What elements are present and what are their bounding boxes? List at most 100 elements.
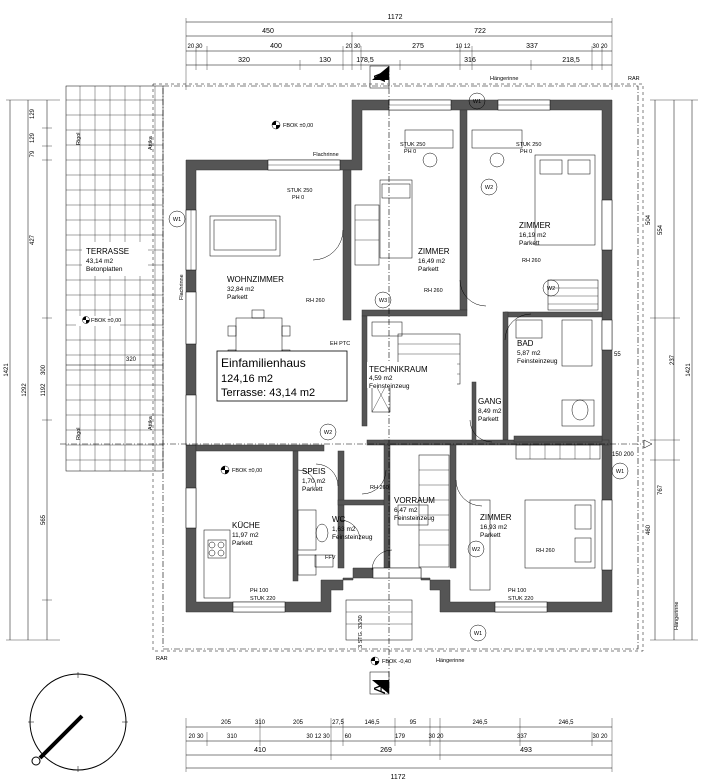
note-stuk-z3: STUK 220 xyxy=(508,596,533,602)
room-wc-name: WC xyxy=(332,515,346,524)
dim-left-inner-2: 79 xyxy=(30,150,36,157)
dim-top-r3-0: 20 30 xyxy=(187,44,203,50)
dim-bot-total: 1172 xyxy=(390,774,405,781)
dim-top-r4-4: 218,5 xyxy=(562,57,580,64)
dim-bot-r1-5: 95 xyxy=(410,720,417,726)
dim-bot-r1-4: 146,5 xyxy=(364,720,380,726)
note-flachrinne: Flachrinne xyxy=(313,152,339,158)
dim-bot-r2-1: 310 xyxy=(227,734,238,740)
note-ffv: FFV xyxy=(325,555,336,561)
room-wc-area: 1,63 m2 xyxy=(332,526,356,533)
dim-left-inner-5: 565 xyxy=(41,514,47,525)
annotations: STUK 250 PH 0 STUK 250 PH 0 STUK 250 PH … xyxy=(179,142,555,602)
furniture xyxy=(203,129,596,599)
dim-left-outer-2: 1192 xyxy=(41,383,47,397)
marker-w3: W3 xyxy=(379,298,387,304)
dim-top-total: 1172 xyxy=(387,14,402,21)
dim-bot-r1-7: 246,5 xyxy=(558,720,574,726)
room-technikraum-floor: Feinsteinzeug xyxy=(369,383,410,390)
dim-bot-r2-2: 30 12 30 xyxy=(306,734,330,740)
note-rh-vorraum: RH 260 xyxy=(370,485,389,491)
room-zimmer2-area: 16,19 m2 xyxy=(519,232,546,239)
dim-bot-r2-4: 179 xyxy=(395,734,406,740)
doors xyxy=(297,229,532,571)
room-zimmer2-floor: Parkett xyxy=(519,240,540,247)
wall-type-markers: W1 W1 W1 W1 W2 W2 W2 W2 W3 xyxy=(168,92,629,642)
label-attika-1: Attika xyxy=(148,135,154,150)
room-bad-name: BAD xyxy=(517,339,534,348)
dim-right-inner-6: 150 200 xyxy=(612,452,634,458)
label-rigol-bottom: Rigol xyxy=(76,427,82,440)
dim-top-r4-0: 320 xyxy=(238,57,250,64)
label-hangerinne-right: Hängerinne xyxy=(674,602,680,630)
room-speis-floor: Parkett xyxy=(302,486,323,493)
fbok-entry: FBOK -0,40 xyxy=(382,659,411,665)
note-rh-z3: RH 260 xyxy=(536,548,555,554)
room-vorraum-name: VORRAUM xyxy=(394,496,435,505)
room-zimmer1-floor: Parkett xyxy=(418,266,439,273)
room-zimmer3-floor: Parkett xyxy=(480,532,501,539)
room-vorraum-area: 6,47 m2 xyxy=(394,507,418,514)
room-bad-floor: Feinsteinzeug xyxy=(517,358,558,365)
dim-bot-r3-2: 493 xyxy=(520,747,532,754)
section-markers: A A xyxy=(60,65,653,695)
dim-bot-r2-5: 30 20 xyxy=(428,734,444,740)
marker-w2-c: W2 xyxy=(324,430,332,436)
summary-box: Einfamilienhaus 124,16 m2 Terrasse: 43,1… xyxy=(216,350,348,402)
dim-left-inner-0: 129 xyxy=(30,108,36,119)
room-gang-name: GANG xyxy=(478,397,502,406)
terrace-area: 43,14 m2 xyxy=(86,258,113,265)
marker-w1-right: W1 xyxy=(616,469,624,475)
summary-terrace: Terrasse: 43,14 m2 xyxy=(221,387,315,399)
room-zimmer3-name: ZIMMER xyxy=(480,513,512,522)
marker-w1-left: W1 xyxy=(173,217,181,223)
room-wohnzimmer-area: 32,84 m2 xyxy=(227,286,254,293)
dim-bot-r2-3: 60 xyxy=(345,734,352,740)
section-a-top: A xyxy=(372,71,389,82)
note-flachrinne-left: Flachrinne xyxy=(179,274,185,300)
dim-bot-r1-3: 27,5 xyxy=(332,720,344,726)
dim-bot-r3-1: 269 xyxy=(380,747,392,754)
marker-w1-top: W1 xyxy=(473,99,481,105)
dim-top-r3-3: 275 xyxy=(412,43,424,50)
note-rh-z1: RH 260 xyxy=(424,288,443,294)
eaves-outline xyxy=(152,83,644,652)
label-rar-top: RAR xyxy=(628,76,640,82)
fbok-kitchen: FBOK ±0,00 xyxy=(232,468,262,474)
room-speis-area: 1,70 m2 xyxy=(302,478,326,485)
dim-top-r3-5: 337 xyxy=(526,43,538,50)
note-ph-kitchen: PH 100 xyxy=(250,588,268,594)
dim-right-inner-0: 554 xyxy=(658,224,664,235)
note-stuk-z2: STUK 250 xyxy=(516,142,541,148)
level-marker-kitchen-icon xyxy=(220,465,230,475)
marker-w2-b: W2 xyxy=(547,286,555,292)
room-zimmer2-name: ZIMMER xyxy=(519,221,551,230)
room-kueche-area: 11,97 m2 xyxy=(232,532,259,539)
room-technikraum-area: 4,59 m2 xyxy=(369,375,393,382)
stairs: 3 STG. 33/30 xyxy=(345,279,601,648)
label-hangerinne-bottom: Hängerinne xyxy=(436,658,464,664)
room-zimmer1-area: 16,49 m2 xyxy=(418,258,445,265)
level-markers: FBOK ±0,00 FBOK ±0,00 FBOK -0,40 xyxy=(220,120,411,666)
summary-title: Einfamilienhaus xyxy=(221,356,306,370)
dim-bot-r2-7: 30 20 xyxy=(592,734,608,740)
room-wohnzimmer-floor: Parkett xyxy=(227,294,248,301)
left-dimensions: 1421 1292 1192 129 129 79 427 300 565 xyxy=(4,99,60,641)
room-kueche-floor: Parkett xyxy=(232,540,253,547)
label-hangerinne-top: Hängerinne xyxy=(490,76,518,82)
dim-right-inner-1: 504 xyxy=(646,214,652,225)
note-ph-z3: PH 100 xyxy=(508,588,526,594)
note-eh-ptc: EH PTC xyxy=(330,341,350,347)
dim-top-right: 722 xyxy=(474,28,486,35)
dim-right-inner-3: 767 xyxy=(658,484,664,495)
marker-w2-a: W2 xyxy=(485,185,493,191)
summary-area: 124,16 m2 xyxy=(221,373,273,385)
room-speis-name: SPEIS xyxy=(302,467,326,476)
dim-left-inner-1: 129 xyxy=(30,132,36,143)
note-rh-living: RH 260 xyxy=(306,298,325,304)
dim-bot-r1-0: 205 xyxy=(221,720,232,726)
dim-top-left: 450 xyxy=(262,28,274,35)
room-gang-floor: Parkett xyxy=(478,416,499,423)
note-rh-z2: RH 260 xyxy=(522,258,541,264)
dim-top-r3-2: 20 30 xyxy=(345,44,361,50)
